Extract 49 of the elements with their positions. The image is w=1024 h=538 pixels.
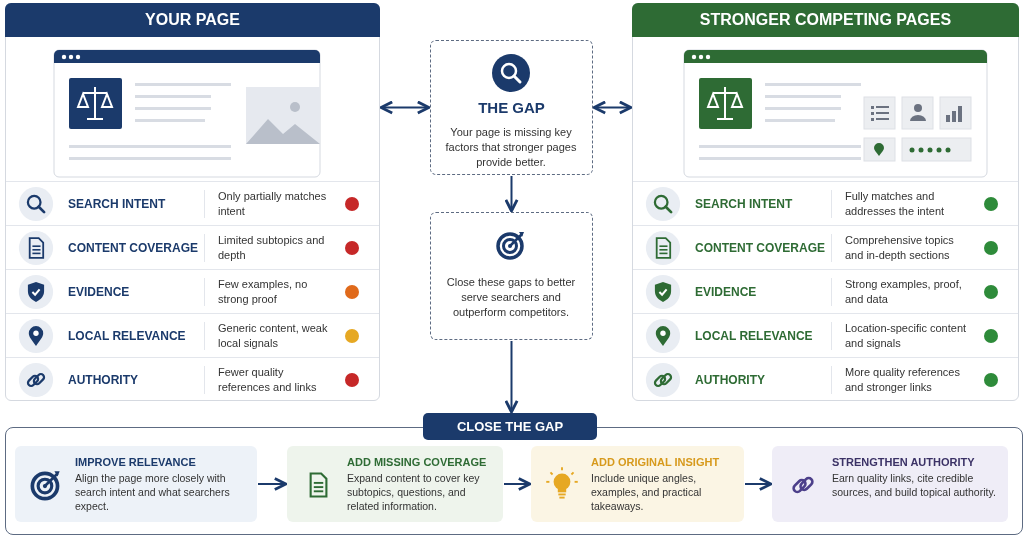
step-card	[772, 446, 1008, 522]
arrow	[504, 340, 519, 414]
factor-description: Only partially matches intent	[218, 188, 328, 219]
arrow	[503, 477, 532, 491]
factor-name: EVIDENCE	[68, 283, 131, 301]
step-title: IMPROVE RELEVANCE	[75, 455, 197, 469]
step-description: Align the page more closely with search intent and what searchers expect.	[75, 471, 231, 513]
arrow	[379, 100, 431, 115]
comparison-panel	[5, 3, 380, 401]
factor-name: SEARCH INTENT	[695, 195, 794, 213]
panel-header: STRONGER COMPETING PAGES	[632, 3, 1019, 37]
step-title: STRENGTHEN AUTHORITY	[832, 455, 976, 469]
section-title-tab: CLOSE THE GAP	[423, 413, 597, 440]
dashed-box	[430, 212, 593, 340]
comparison-panel	[632, 3, 1019, 401]
gap-description: Close these gaps to better serve searchers and outperform competitors.	[445, 275, 577, 320]
step-description: Earn quality links, cite credible sources, and build topical authority.	[832, 471, 997, 499]
step-title: ADD ORIGINAL INSIGHT	[591, 455, 721, 469]
factor-name: CONTENT COVERAGE	[68, 239, 198, 257]
gap-description: Your page is missing key factors that stronger pages provide better.	[444, 125, 578, 170]
factor-description: Location-specific content and signals	[845, 320, 968, 351]
factor-name: AUTHORITY	[695, 371, 766, 389]
factor-name: SEARCH INTENT	[68, 195, 167, 213]
step-card	[15, 446, 257, 522]
factor-description: Limited subtopics and depth	[218, 232, 326, 263]
factor-name: LOCAL RELEVANCE	[68, 327, 187, 345]
step-card	[287, 446, 503, 522]
gap-title: THE GAP	[477, 99, 546, 116]
arrow	[504, 175, 519, 213]
dashed-box	[430, 40, 593, 175]
factor-description: Few examples, no strong proof	[218, 276, 309, 307]
factor-name: AUTHORITY	[68, 371, 139, 389]
factor-description: Fully matches and addresses the intent	[845, 188, 946, 219]
step-title: ADD MISSING COVERAGE	[347, 455, 488, 469]
factor-description: Generic content, weak local signals	[218, 320, 329, 351]
arrow	[257, 477, 288, 491]
panel-header: YOUR PAGE	[5, 3, 380, 37]
arrow	[592, 100, 633, 115]
step-description: Include unique angles, examples, and practical takeaways.	[591, 471, 703, 513]
step-description: Expand content to cover key subtopics, questions, and related information.	[347, 471, 481, 513]
factor-description: More quality references and stronger links	[845, 364, 961, 395]
factor-description: Strong examples, proof, and data	[845, 276, 963, 307]
arrow	[744, 477, 773, 491]
factor-description: Fewer quality references and links	[218, 364, 318, 395]
factor-name: EVIDENCE	[695, 283, 758, 301]
factor-name: LOCAL RELEVANCE	[695, 327, 814, 345]
factor-description: Comprehensive topics and in-depth sections	[845, 232, 955, 263]
step-card	[531, 446, 744, 522]
factor-name: CONTENT COVERAGE	[695, 239, 825, 257]
